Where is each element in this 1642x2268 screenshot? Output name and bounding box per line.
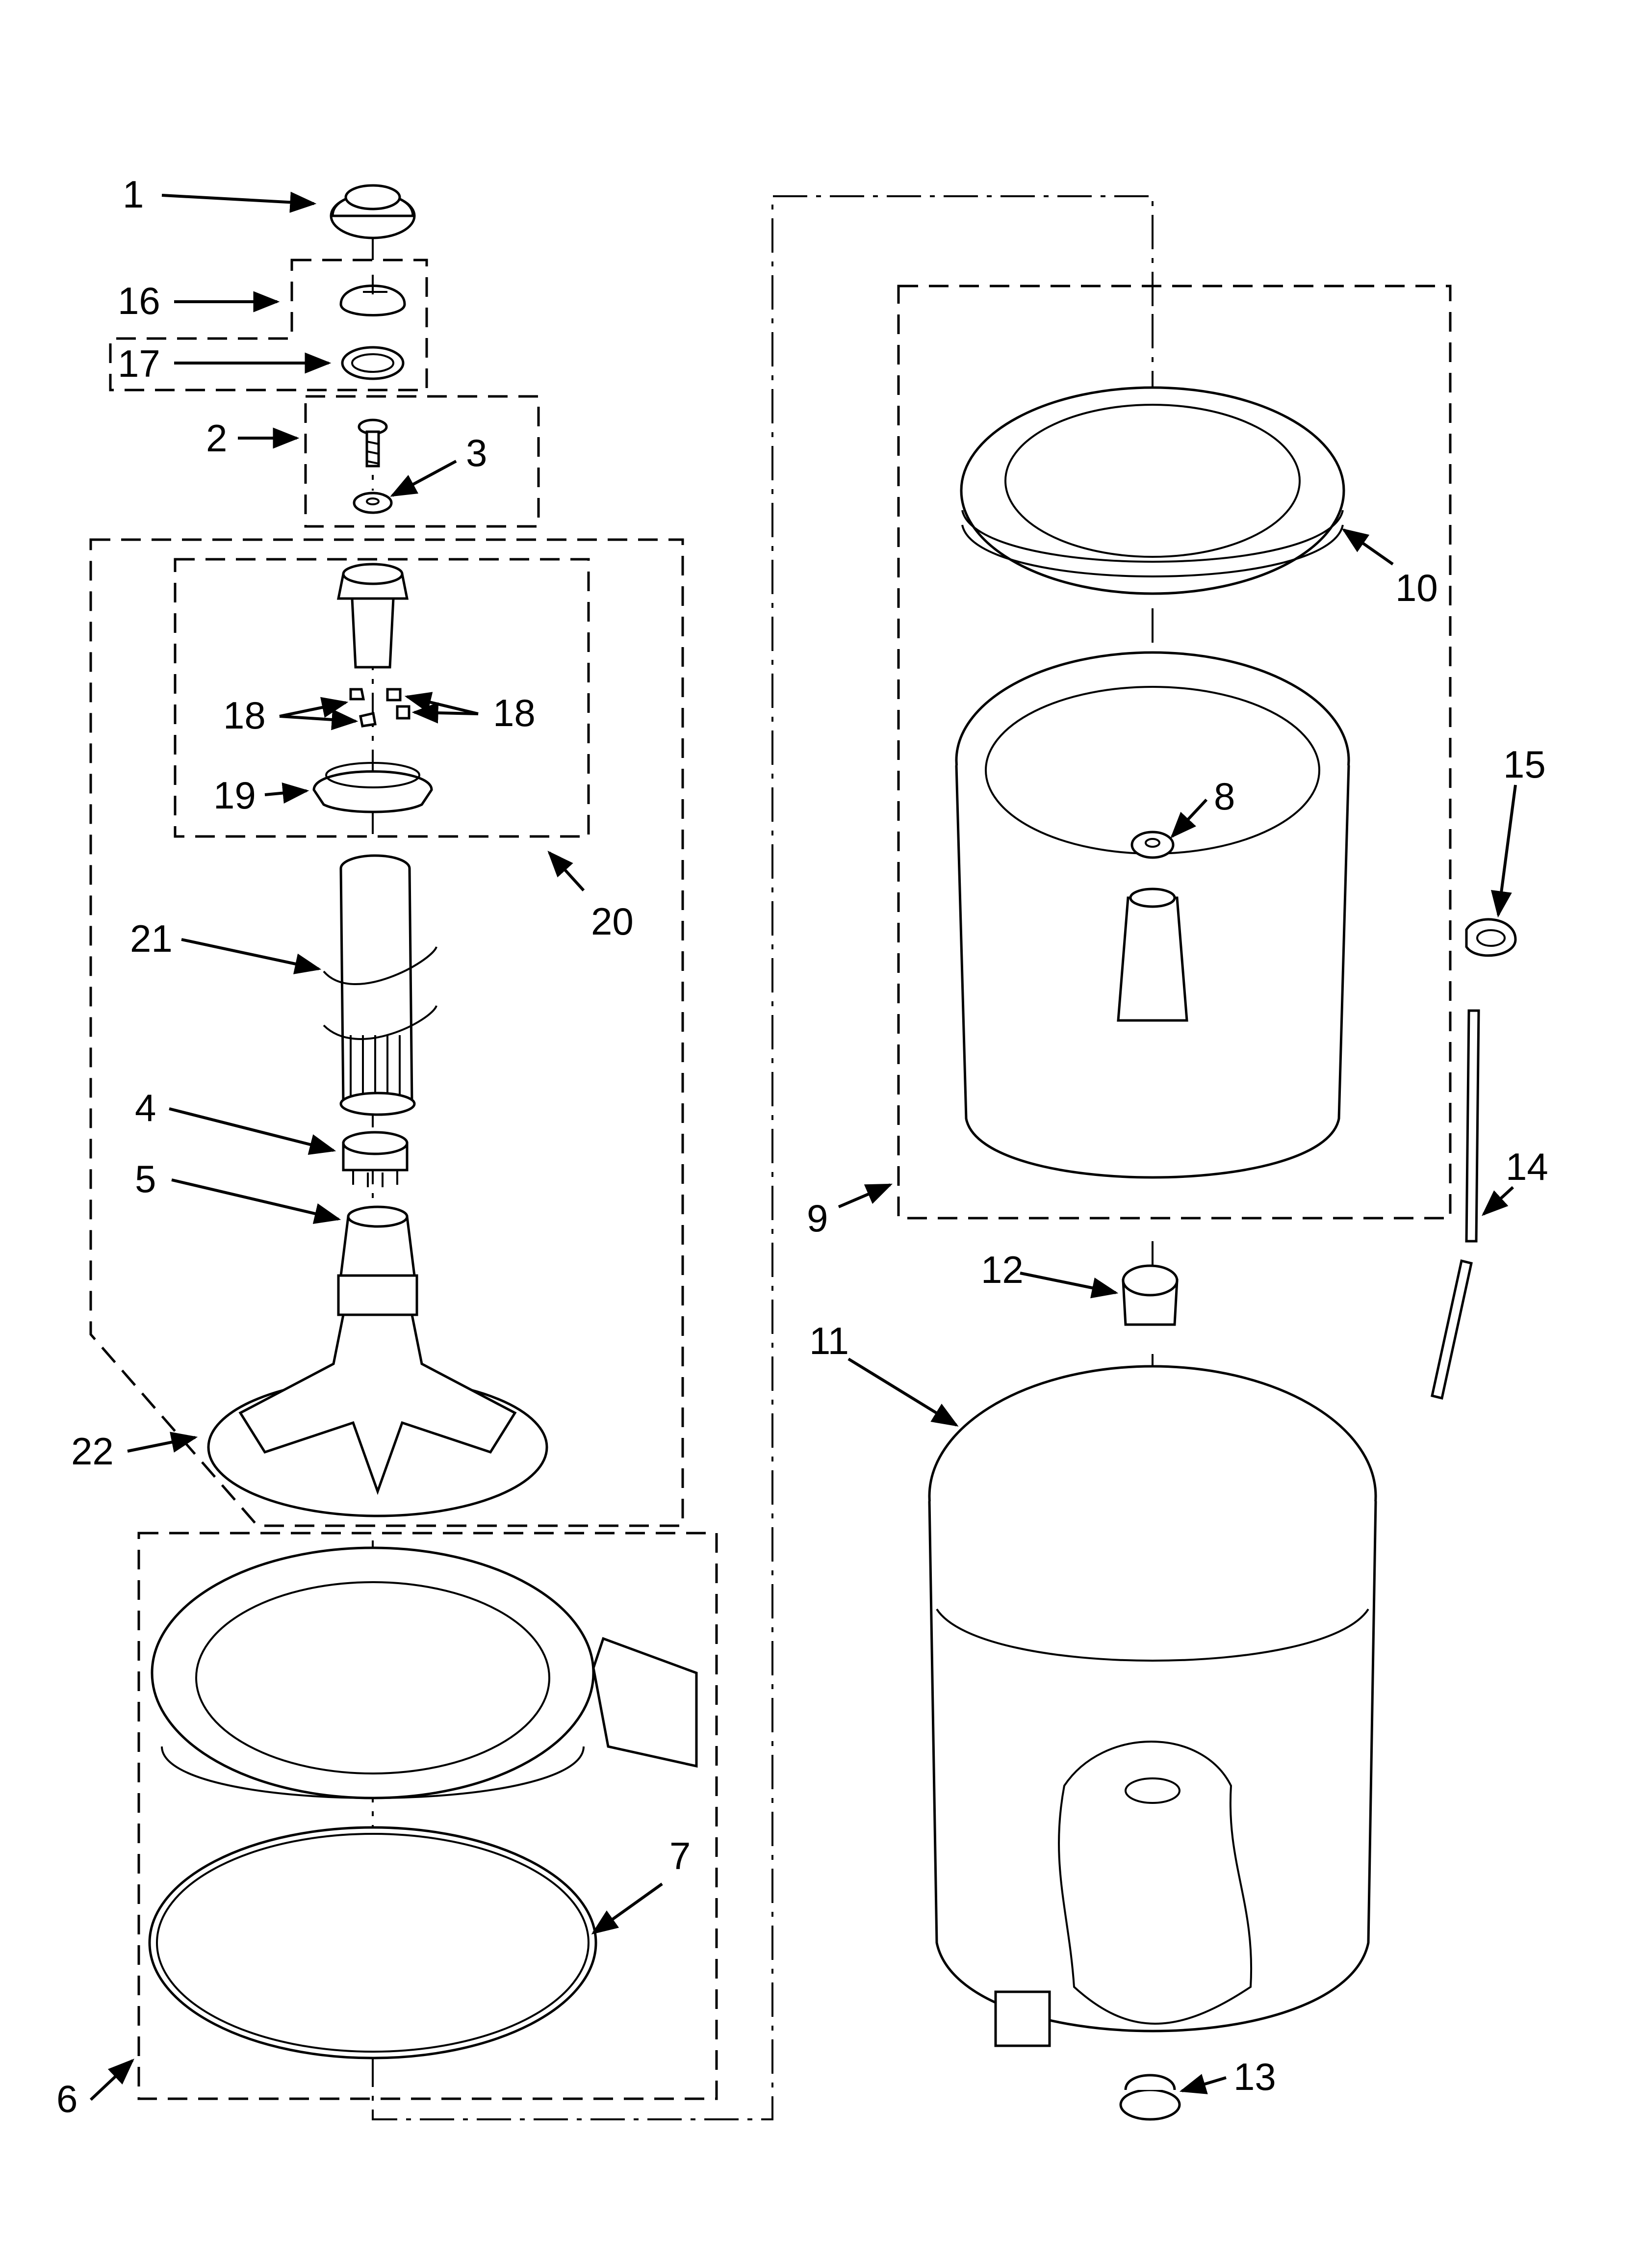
tub-ring xyxy=(151,1546,698,1799)
label-4: 4 xyxy=(135,1086,156,1129)
agitator-ring xyxy=(342,1131,409,1187)
agitator-dogs xyxy=(349,688,410,728)
bolt-washer xyxy=(353,492,393,514)
cam-base xyxy=(312,762,433,813)
assembly-box-2-3 xyxy=(304,395,540,528)
basket-nut xyxy=(1130,831,1175,859)
tub-seal xyxy=(148,1826,597,2059)
agitator-base xyxy=(207,1205,548,1517)
agitator-bolt xyxy=(358,418,388,468)
label-3: 3 xyxy=(466,431,487,474)
assembly-box-22 xyxy=(89,538,684,1527)
label-22: 22 xyxy=(71,1430,114,1473)
label-5: 5 xyxy=(135,1157,156,1200)
label-21: 21 xyxy=(130,917,173,960)
hose-clamp xyxy=(1465,918,1517,957)
outer-tub xyxy=(928,1365,1377,2047)
label-18-right: 18 xyxy=(493,691,536,734)
leader-arrows xyxy=(89,191,1517,2101)
label-17: 17 xyxy=(118,342,160,385)
label-20: 20 xyxy=(591,900,634,943)
label-12: 12 xyxy=(981,1248,1024,1291)
connector-line xyxy=(372,195,1154,2120)
label-11: 11 xyxy=(809,1319,849,1362)
label-1: 1 xyxy=(123,173,144,216)
label-7: 7 xyxy=(669,1834,691,1877)
label-19: 19 xyxy=(213,774,256,817)
drain-plug xyxy=(1119,2074,1181,2121)
assembly-box-9 xyxy=(897,285,1452,1220)
label-14: 14 xyxy=(1506,1145,1548,1188)
label-6: 6 xyxy=(56,2077,77,2120)
basket-hub xyxy=(1122,1264,1179,1326)
label-9: 9 xyxy=(807,1197,828,1240)
hose xyxy=(1431,1009,1480,1400)
label-10: 10 xyxy=(1395,566,1438,609)
wash-basket xyxy=(955,651,1350,1179)
auger xyxy=(323,854,437,1116)
label-18-left: 18 xyxy=(223,694,266,737)
assembly-box-6 xyxy=(137,1532,718,2100)
softener-cup-part xyxy=(339,275,406,316)
balance-ring xyxy=(960,386,1345,595)
label-16: 16 xyxy=(118,279,160,322)
assembly-box-20 xyxy=(174,558,590,838)
seal-ring xyxy=(341,346,405,380)
assembly-box-16-17 xyxy=(109,259,428,391)
label-13: 13 xyxy=(1233,2055,1276,2098)
agitator-cap xyxy=(330,184,416,239)
label-15: 15 xyxy=(1503,743,1546,786)
agitator-cam xyxy=(336,563,409,669)
label-2: 2 xyxy=(206,417,227,460)
label-8: 8 xyxy=(1214,775,1235,818)
